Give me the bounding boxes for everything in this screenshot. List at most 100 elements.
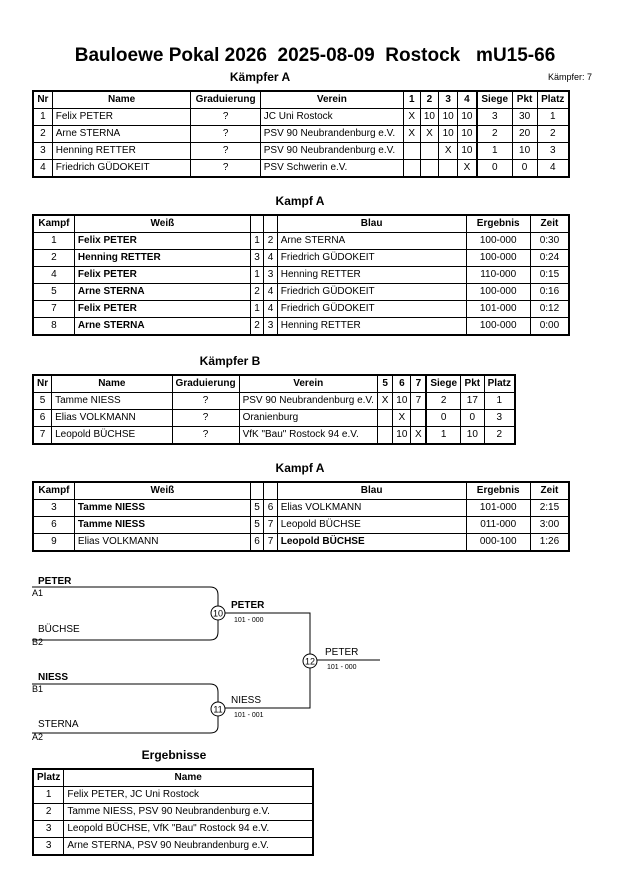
table-cell: 1 [32, 786, 65, 804]
column-header: Nr [32, 374, 53, 393]
column-header: Name [51, 90, 192, 109]
table-cell: 6 [249, 533, 265, 552]
table-cell: 17 [460, 392, 485, 410]
table-cell: 5 [32, 392, 53, 410]
column-header: 1 [402, 90, 421, 109]
table-cell: 4 [32, 266, 75, 284]
table-cell: 2 [32, 249, 75, 267]
table-cell: PSV 90 Neubrandenburg e.V. [259, 125, 404, 143]
column-header: Name [63, 768, 314, 787]
table-cell: 0:00 [529, 317, 570, 336]
fight-11-score: 101 - 001 [234, 712, 264, 719]
table-cell: Friedrich GÜDOKEIT [51, 159, 192, 178]
fight-11-marker [210, 701, 226, 717]
pool-b-title: Kämpfer B [199, 354, 261, 368]
table-cell: 2 [263, 232, 278, 250]
table-cell: Henning RETTER [276, 317, 467, 336]
table-cell: 6 [32, 516, 75, 534]
table-cell: X [376, 392, 394, 410]
fight-12-score: 101 - 000 [327, 664, 357, 671]
column-header: Siege [475, 90, 513, 109]
table-cell: Oranienburg [238, 409, 378, 427]
column-header: Ergebnis [465, 481, 531, 500]
table-cell: 1 [249, 266, 265, 284]
table-cell: ? [171, 409, 240, 427]
table-cell [402, 142, 421, 160]
table-cell: 7 [410, 392, 427, 410]
table-cell: 2 [536, 125, 570, 143]
table-cell: 6 [263, 499, 278, 517]
fight-10-number: 10 [213, 609, 223, 619]
table-cell: X [392, 409, 412, 427]
table-cell: X [419, 125, 440, 143]
table-cell: Henning RETTER [73, 249, 251, 267]
table-cell [419, 159, 440, 178]
table-cell [438, 159, 459, 178]
table-cell: Henning RETTER [51, 142, 192, 160]
table-cell: 20 [511, 125, 538, 143]
table-cell: JC Uni Rostock [259, 108, 404, 126]
column-header: 2 [419, 90, 440, 109]
table-cell: Tamme NIESS [73, 516, 251, 534]
b2-seed: B2 [32, 637, 43, 647]
fighter-count: Kämpfer: 7 [548, 72, 593, 82]
table-cell [402, 159, 421, 178]
column-header [249, 214, 265, 233]
table-cell [376, 426, 394, 445]
table-cell: ? [190, 142, 261, 160]
table-cell: 10 [457, 142, 478, 160]
table-cell: 10 [392, 392, 412, 410]
table-cell: Felix PETER [51, 108, 192, 126]
table-cell: Felix PETER [73, 232, 251, 250]
table-cell: X [410, 426, 427, 445]
table-cell: 101-000 [465, 499, 531, 517]
table-cell: PSV Schwerin e.V. [259, 159, 404, 178]
table-cell: 1 [32, 108, 53, 126]
column-header: Siege [425, 374, 462, 393]
table-cell: Elias VOLKMANN [51, 409, 173, 427]
table-cell: X [402, 108, 421, 126]
bracket: PETER A1 BÜCHSE B2 NIESS B1 STERNA A2 10… [32, 576, 380, 742]
column-header: Verein [259, 90, 404, 109]
table-cell: 10 [457, 108, 478, 126]
column-header: Nr [32, 90, 53, 109]
table-cell: 0 [475, 159, 513, 178]
table-cell: Arne STERNA, PSV 90 Neubrandenburg e.V. [63, 837, 314, 856]
fight-11-number: 11 [213, 705, 222, 715]
table-cell: Friedrich GÜDOKEIT [276, 283, 467, 301]
table-cell: 2:15 [529, 499, 570, 517]
table-cell: 5 [249, 516, 265, 534]
column-header: Name [51, 374, 173, 393]
table-cell: 101-000 [465, 300, 531, 318]
table-cell: Leopold BÜCHSE [276, 516, 467, 534]
table-cell: 10 [438, 108, 459, 126]
table-cell: Felix PETER [73, 266, 251, 284]
table-cell: 0:12 [529, 300, 570, 318]
table-cell: 3:00 [529, 516, 570, 534]
table-cell: 10 [511, 142, 538, 160]
table-cell: Friedrich GÜDOKEIT [276, 300, 467, 318]
table-cell: 10 [438, 125, 459, 143]
column-header: Zeit [529, 481, 570, 500]
table-cell: 0:16 [529, 283, 570, 301]
table-cell: 4 [263, 300, 278, 318]
column-header [249, 481, 265, 500]
table-cell: 3 [32, 499, 75, 517]
table-cell: 10 [392, 426, 412, 445]
table-cell: 3 [475, 108, 513, 126]
table-cell: 7 [32, 426, 53, 445]
column-header: Weiß [73, 214, 251, 233]
table-cell: 1 [249, 232, 265, 250]
column-header: Ergebnis [465, 214, 531, 233]
table-cell: Leopold BÜCHSE, VfK "Bau" Rostock 94 e.V… [63, 820, 314, 838]
column-header: 3 [438, 90, 459, 109]
table-cell: 3 [263, 266, 278, 284]
table-cell: 1 [536, 108, 570, 126]
